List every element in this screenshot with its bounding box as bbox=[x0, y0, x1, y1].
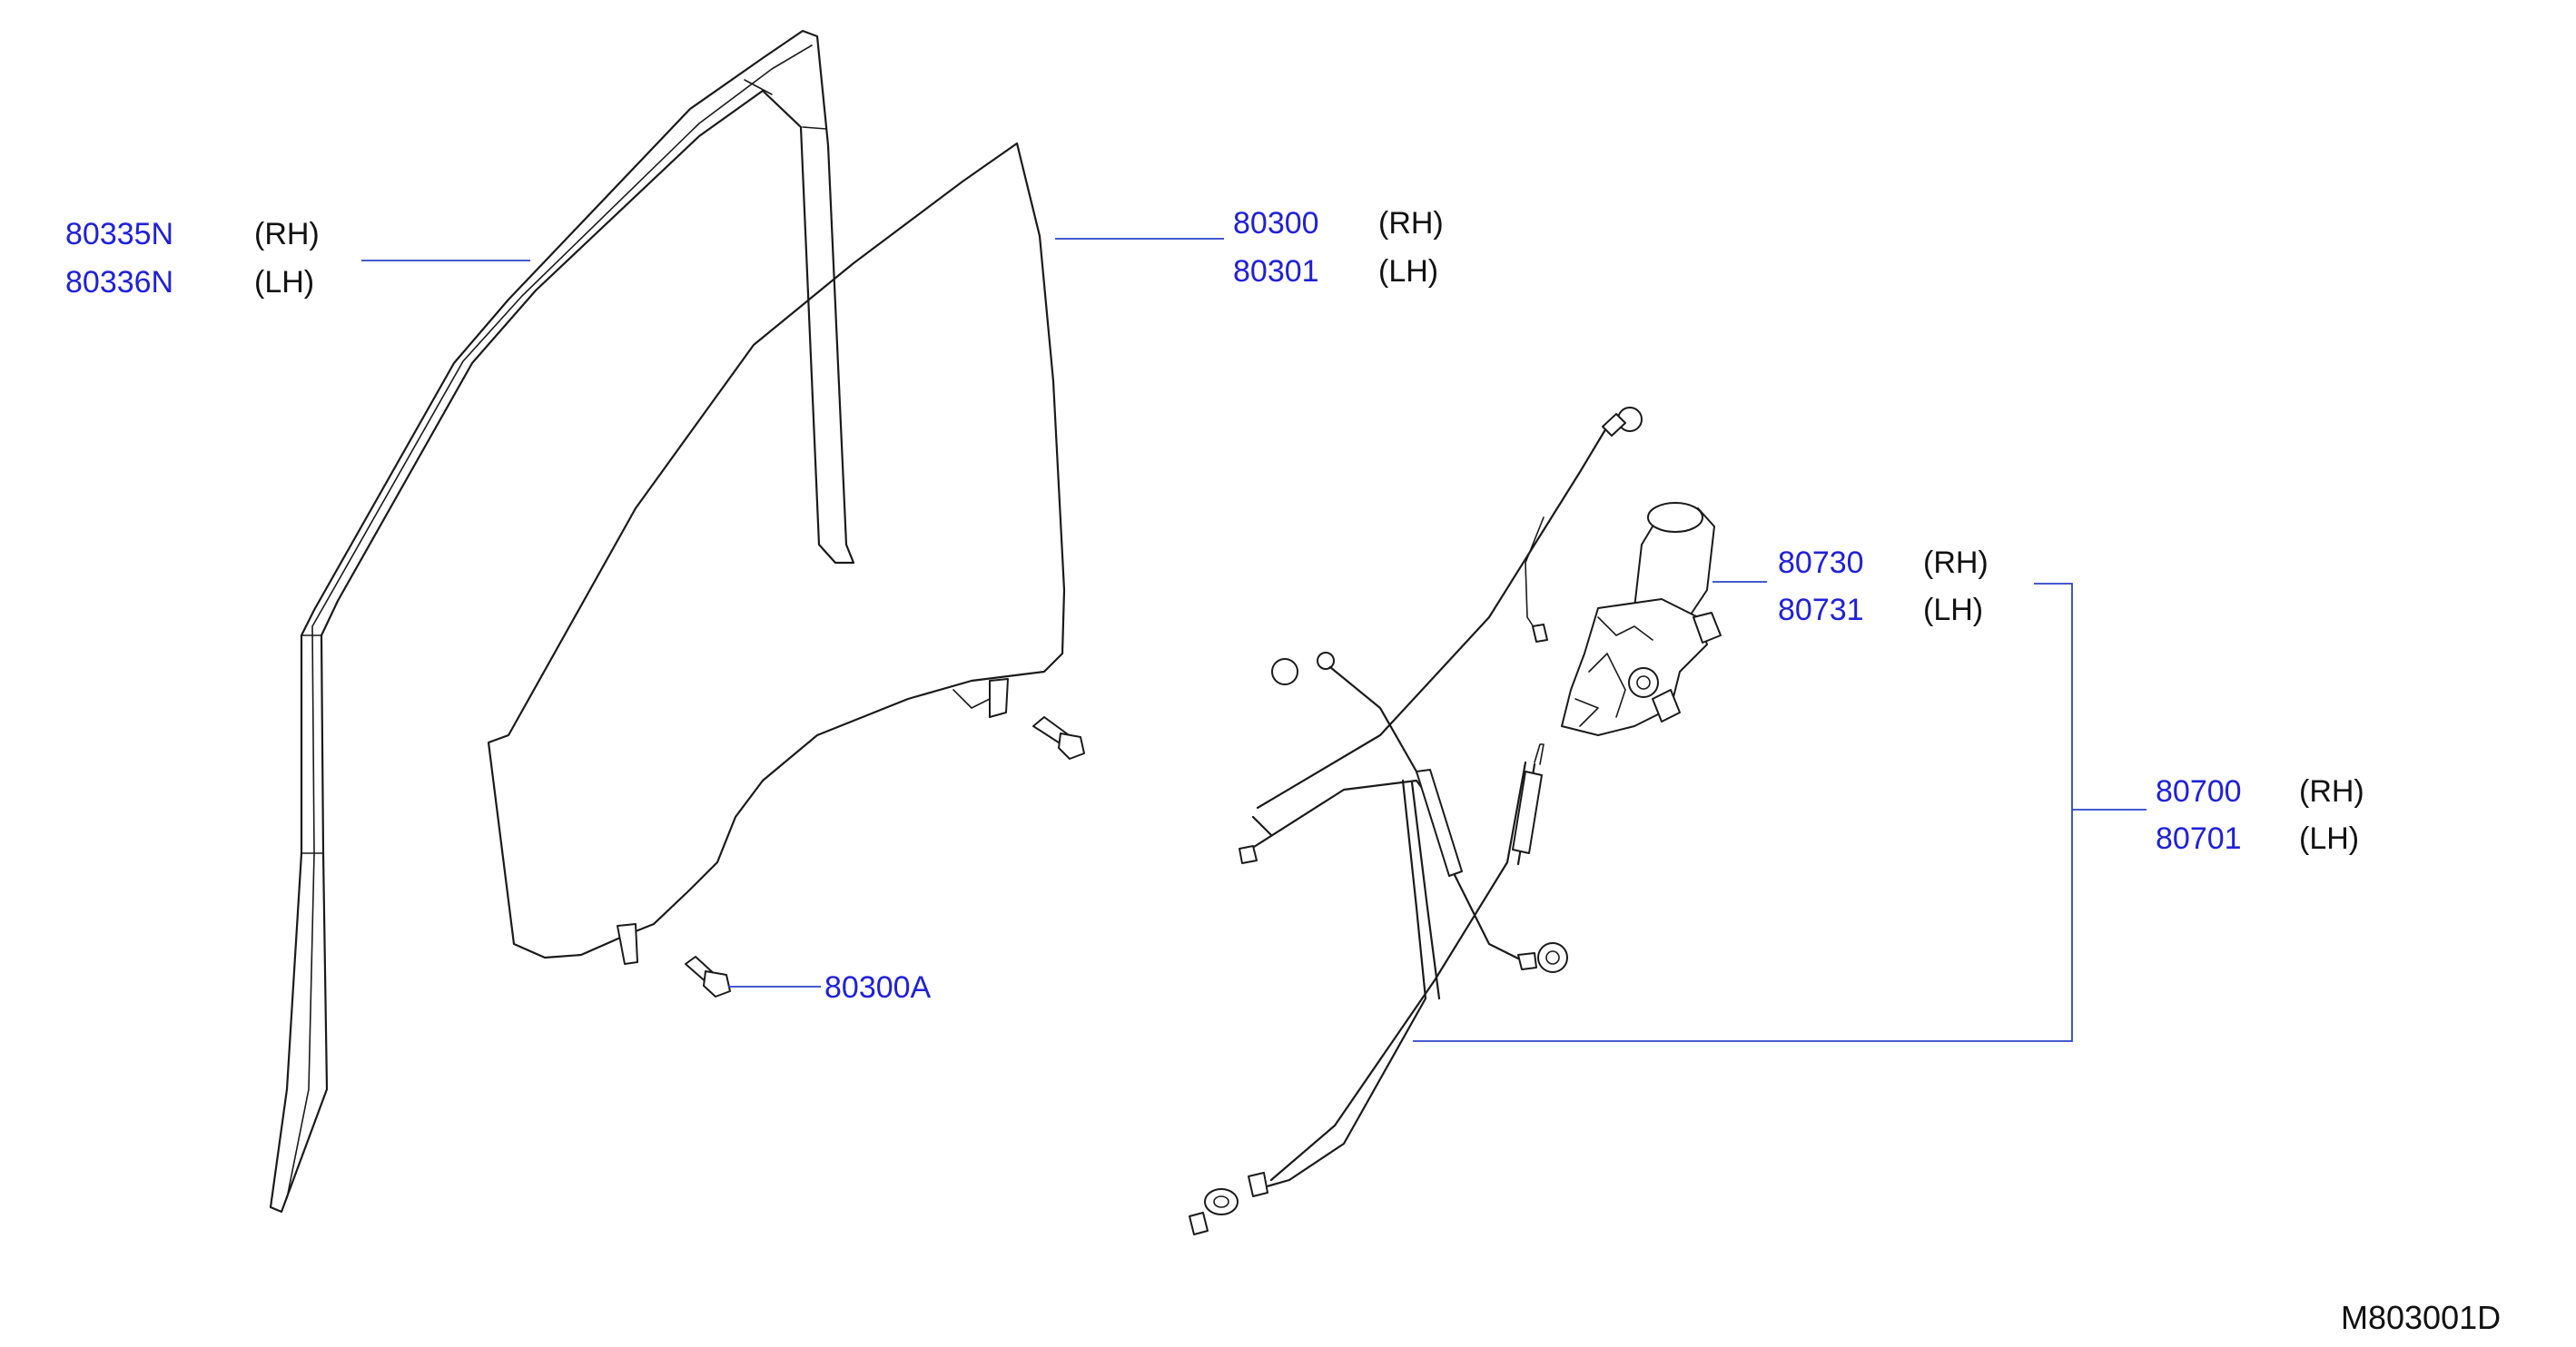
part-number-regulator-lh: 80701 bbox=[2156, 821, 2242, 856]
side-glass-lh: (LH) bbox=[1378, 254, 1439, 289]
side-motor-rh: (RH) bbox=[1923, 546, 1989, 580]
bolt-upper bbox=[1032, 716, 1085, 760]
leader-lines bbox=[361, 238, 2147, 1042]
window-regulator bbox=[1189, 407, 1643, 1235]
part-number-bolt: 80300A bbox=[824, 970, 932, 1005]
bolt-lower bbox=[685, 956, 731, 998]
part-number-motor-lh: 80731 bbox=[1778, 593, 1864, 627]
part-number-sash-rh: 80335N bbox=[65, 217, 174, 251]
door-glass bbox=[487, 142, 1066, 965]
side-glass-rh: (RH) bbox=[1378, 206, 1444, 241]
part-number-glass-lh: 80301 bbox=[1233, 254, 1319, 289]
part-number-glass-rh: 80300 bbox=[1233, 206, 1319, 241]
side-sash-lh: (LH) bbox=[254, 265, 315, 300]
part-number-motor-rh: 80730 bbox=[1778, 546, 1864, 580]
part-number-sash-lh: 80336N bbox=[65, 265, 174, 300]
diagram-code: M803001D bbox=[2341, 1299, 2502, 1336]
side-regulator-rh: (RH) bbox=[2299, 774, 2364, 809]
window-sash-run bbox=[269, 29, 855, 1214]
side-motor-lh: (LH) bbox=[1923, 593, 1984, 627]
side-sash-rh: (RH) bbox=[254, 217, 320, 251]
part-number-regulator-rh: 80700 bbox=[2156, 774, 2242, 809]
regulator-motor bbox=[1561, 502, 1722, 736]
side-regulator-lh: (LH) bbox=[2299, 821, 2360, 856]
